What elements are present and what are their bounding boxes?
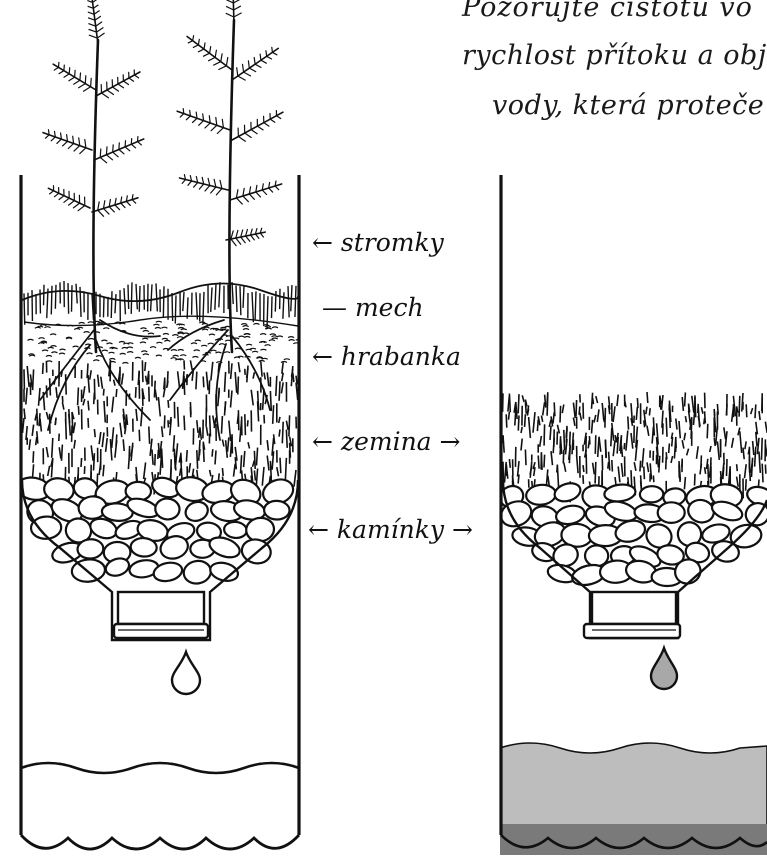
- left-bottle-neck: [114, 592, 208, 638]
- label-zemina-text: zemina: [341, 427, 432, 456]
- instruction-line-2: rychlost přítoku a obj: [462, 40, 767, 71]
- label-mech: — mech: [322, 294, 424, 322]
- label-stromky-text: stromky: [341, 228, 444, 257]
- arrow-left-icon: ←: [312, 427, 333, 456]
- instruction-line-1: Pozorujte čistotu vo: [462, 0, 753, 23]
- label-zemina: ← zemina →: [312, 428, 461, 456]
- stone-layer: [497, 480, 767, 588]
- dash-icon: —: [322, 293, 347, 322]
- right-water-drop: [651, 648, 677, 689]
- label-hrabanka: ← hrabanka: [312, 343, 461, 371]
- left-tube-bottom: [21, 835, 299, 849]
- label-hrabanka-text: hrabanka: [341, 342, 461, 371]
- settled-sediment: [500, 824, 767, 856]
- arrow-left-icon: ←: [312, 342, 333, 371]
- label-kaminky: ← kamínky →: [308, 516, 473, 544]
- arrow-left-icon: ←: [312, 228, 333, 257]
- stone-layer: [15, 474, 296, 585]
- label-mech-text: mech: [355, 293, 424, 322]
- left-water-drop: [172, 652, 200, 694]
- label-kaminky-text: kamínky: [337, 515, 444, 544]
- soil-layer-texture: [23, 360, 298, 497]
- arrow-right-icon: →: [440, 427, 461, 456]
- label-stromky: ← stromky: [312, 229, 444, 257]
- left-column: [15, 281, 302, 586]
- humus-layer-texture: [24, 316, 302, 363]
- arrow-right-icon: →: [452, 515, 473, 544]
- arrow-left-icon: ←: [308, 515, 329, 544]
- left-water-surface: [21, 763, 299, 773]
- right-bottle-neck: [584, 592, 680, 638]
- instruction-line-3: vody, která proteče: [492, 90, 764, 121]
